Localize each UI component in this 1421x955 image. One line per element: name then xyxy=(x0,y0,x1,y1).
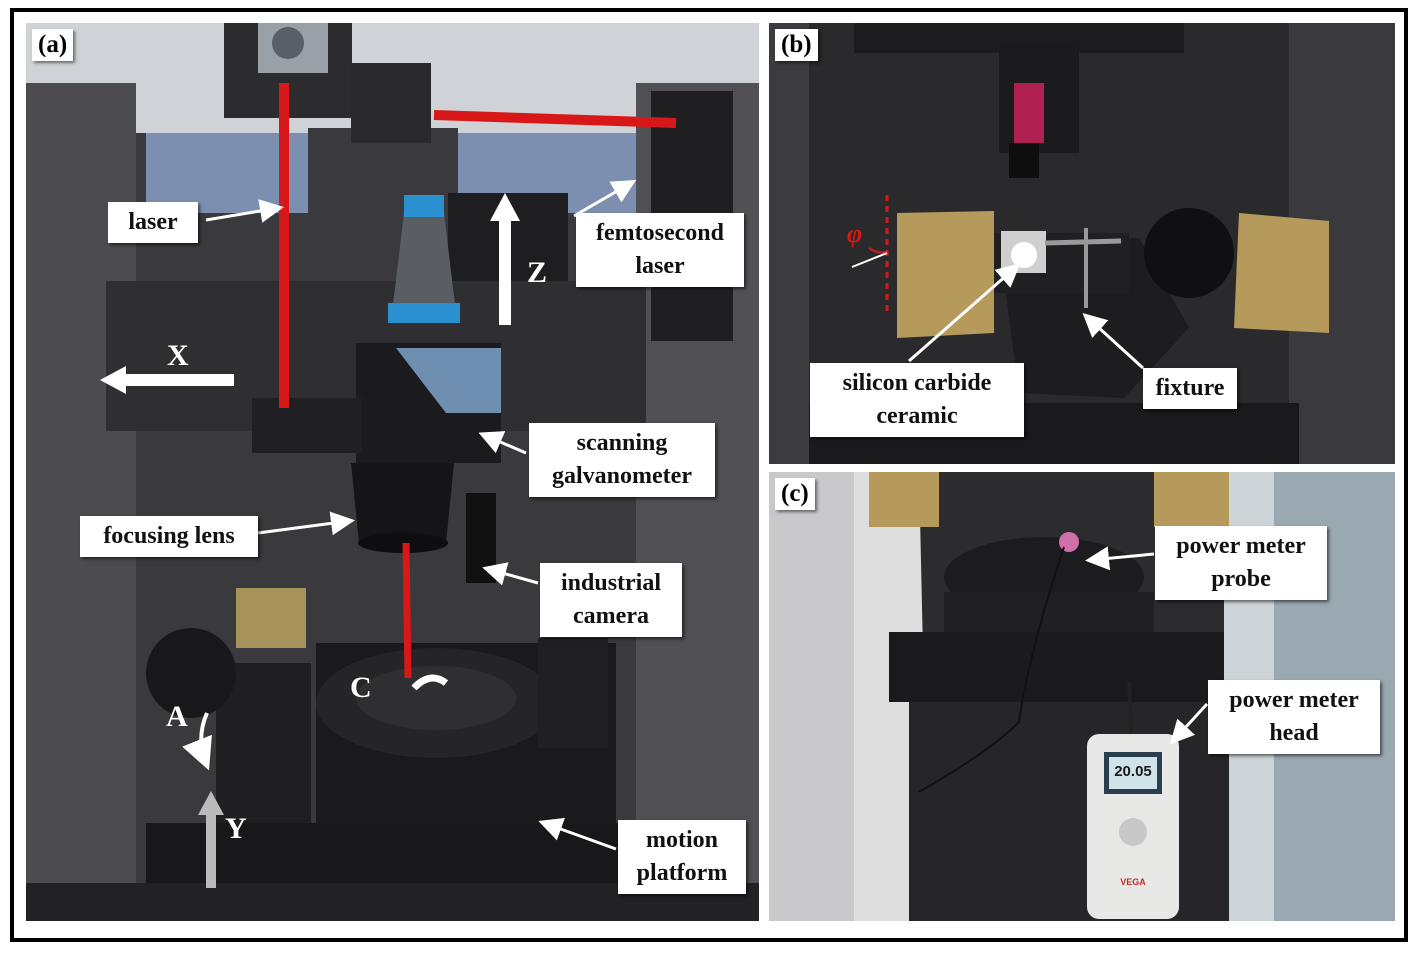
callout-fixture: fixture xyxy=(1143,368,1237,409)
callout-scanning-galvanometer-line1: scanning xyxy=(576,430,668,456)
callout-industrial-camera: industrial camera xyxy=(540,563,682,637)
callout-power-meter-probe: power meter probe xyxy=(1155,526,1327,600)
callout-scanning-galvanometer-line2: galvanometer xyxy=(552,463,692,489)
axis-label-z: Z xyxy=(527,256,548,289)
callout-laser: laser xyxy=(108,202,198,243)
panel-a-photo: (a) laser femtosecond laser scanning gal… xyxy=(26,23,759,921)
callout-motion-platform: motion platform xyxy=(618,820,746,894)
panel-label-c: (c) xyxy=(775,478,815,510)
callout-power-meter-head-line2: head xyxy=(1269,720,1319,746)
device-brand: VEGA xyxy=(1120,877,1146,887)
callout-industrial-camera-line2: camera xyxy=(573,603,649,629)
panel-b-photo: (b) φ silicon carbide ceramic fixture xyxy=(769,23,1395,464)
axis-label-y: Y xyxy=(225,812,247,845)
panel-c-photo: (c) 20.05 VEGA power meter probe power m… xyxy=(769,472,1395,921)
panel-label-a: (a) xyxy=(32,29,74,61)
callout-industrial-camera-line1: industrial xyxy=(560,570,662,596)
angle-label-phi: φ xyxy=(847,219,863,248)
callout-motion-platform-line1: motion xyxy=(646,827,718,853)
callout-femtosecond-laser-line1: femtosecond xyxy=(596,220,724,246)
callout-power-meter-probe-line2: probe xyxy=(1211,566,1271,592)
power-meter-reading: 20.05 xyxy=(1114,763,1152,780)
callout-silicon-carbide-ceramic-line2: ceramic xyxy=(876,403,958,429)
axis-label-x: X xyxy=(167,339,189,372)
axis-label-c: C xyxy=(350,671,372,704)
callout-motion-platform-line2: platform xyxy=(636,860,728,886)
callout-power-meter-probe-line1: power meter xyxy=(1176,533,1306,559)
callout-femtosecond-laser-line2: laser xyxy=(635,253,685,279)
panel-label-b: (b) xyxy=(775,29,818,61)
callout-focusing-lens: focusing lens xyxy=(80,516,258,557)
callout-scanning-galvanometer: scanning galvanometer xyxy=(529,423,715,497)
callout-silicon-carbide-ceramic-line1: silicon carbide xyxy=(842,370,992,396)
callout-silicon-carbide-ceramic: silicon carbide ceramic xyxy=(810,363,1024,437)
axis-label-a: A xyxy=(166,700,188,733)
callout-power-meter-head: power meter head xyxy=(1208,680,1380,754)
callout-femtosecond-laser: femtosecond laser xyxy=(576,213,744,287)
callout-power-meter-head-line1: power meter xyxy=(1229,687,1359,713)
